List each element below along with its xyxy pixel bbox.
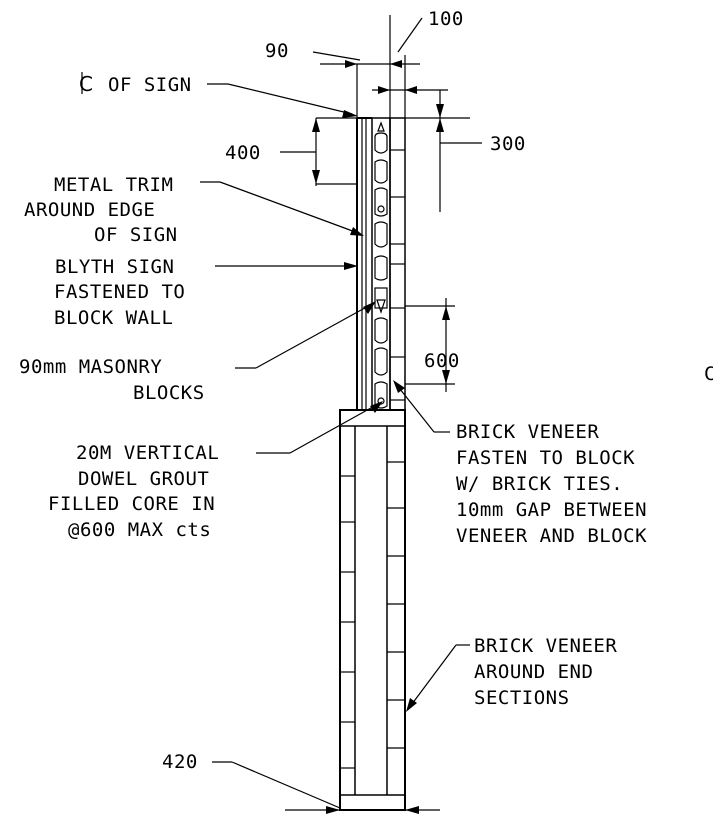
sign-leader bbox=[215, 262, 358, 270]
sign-line-3: BLOCK WALL bbox=[54, 307, 173, 329]
dim-100-label: 100 bbox=[428, 8, 464, 30]
metal-trim-line-2: AROUND EDGE bbox=[24, 199, 155, 221]
centerline-icon: C bbox=[79, 72, 93, 96]
dowel-line-3: FILLED CORE IN bbox=[48, 493, 215, 515]
veneer-end-line-2: AROUND END bbox=[474, 661, 593, 683]
upper-brick-veneer bbox=[389, 117, 406, 411]
dimension-300 bbox=[405, 90, 482, 212]
veneer-end-line-1: BRICK VENEER bbox=[474, 635, 617, 657]
svg-text:C: C bbox=[79, 72, 93, 96]
centerline-label: OF SIGN bbox=[108, 74, 192, 96]
centerline-leader bbox=[207, 83, 358, 118]
block-cores bbox=[374, 121, 388, 409]
veneer-tie-leader bbox=[393, 380, 450, 433]
dowel-line-2: DOWEL GROUT bbox=[78, 468, 209, 490]
dowel-line-4: @600 MAX cts bbox=[68, 519, 211, 541]
lower-wall bbox=[339, 409, 406, 811]
dimension-400 bbox=[280, 117, 357, 186]
dim-400-label: 400 bbox=[225, 142, 261, 164]
blocks-leader bbox=[235, 301, 376, 369]
veneer-tie-line-1: BRICK VENEER bbox=[456, 421, 599, 443]
dim-300-label: 300 bbox=[490, 133, 526, 155]
veneer-tie-line-2: FASTEN TO BLOCK bbox=[456, 447, 635, 469]
blocks-line-2: BLOCKS bbox=[133, 382, 205, 404]
dimension-600 bbox=[405, 298, 455, 392]
dim-600-label: 600 bbox=[424, 350, 460, 372]
veneer-end-line-3: SECTIONS bbox=[474, 687, 570, 709]
dowel-line-1: 20M VERTICAL bbox=[76, 442, 219, 464]
blocks-line-1: 90mm MASONRY bbox=[19, 356, 162, 378]
veneer-end-leader bbox=[406, 644, 470, 712]
metal-trim-leader bbox=[200, 181, 364, 236]
metal-trim-line-1: METAL TRIM bbox=[54, 174, 173, 196]
sign-line-1: BLYTH SIGN bbox=[55, 256, 174, 278]
sign-panel bbox=[356, 117, 372, 410]
dim-420-label: 420 bbox=[162, 751, 198, 773]
veneer-tie-line-4: 10mm GAP BETWEEN bbox=[456, 499, 647, 521]
veneer-tie-line-3: W/ BRICK TIES. bbox=[456, 473, 623, 495]
dimension-420 bbox=[212, 761, 440, 814]
veneer-tie-line-5: VENEER AND BLOCK bbox=[456, 525, 647, 547]
sign-line-2: FASTENED TO bbox=[54, 281, 185, 303]
dimension-top bbox=[312, 15, 448, 118]
metal-trim-line-3: OF SIGN bbox=[94, 224, 178, 246]
dowel-leader bbox=[256, 401, 383, 454]
dim-90-label: 90 bbox=[265, 40, 289, 62]
edge-fragment-text: C bbox=[704, 363, 713, 385]
